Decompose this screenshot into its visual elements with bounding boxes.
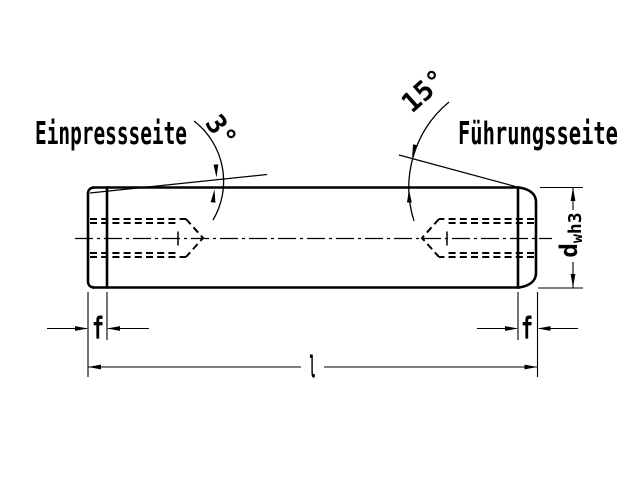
arrowhead-f-left-a: [75, 326, 88, 331]
arrowhead-f-left-b: [107, 326, 120, 331]
arrowhead-f-right-b: [537, 326, 551, 331]
arrowhead-diameter-top: [570, 187, 576, 201]
angle-arc-15deg: [408, 101, 450, 222]
dim-label-diameter: dwh3: [555, 212, 586, 257]
arrowhead-diameter-bottom: [570, 274, 576, 288]
arrowhead-f-right-a: [505, 326, 518, 331]
pin-left-end-face: [86, 186, 95, 289]
arrowhead-length-left: [88, 364, 101, 370]
arc-arrowhead-15deg-upper: [412, 144, 418, 158]
arc-arrowhead-3deg-upper: [213, 164, 219, 178]
bore-left-drill-cone: [185, 218, 205, 258]
dimension-diameter: dwh3: [555, 187, 586, 288]
dim-label-f-left: f: [92, 312, 104, 347]
taper-line-3deg: [89, 173, 268, 194]
pin-right-end-face: [517, 186, 538, 289]
diameter-tolerance: h3: [565, 212, 586, 234]
dim-label-f-right: f: [521, 312, 533, 347]
thread-bore-right: [420, 218, 534, 258]
dim-label-length: l: [310, 351, 316, 386]
bore-right-drill-cone: [420, 218, 440, 258]
arc-arrowhead-3deg-lower: [210, 189, 216, 203]
extension-lines: [87, 186, 583, 377]
dimension-f-right: f: [477, 312, 578, 347]
label-guide-side: Führungsseite: [458, 116, 618, 152]
dimension-length: l: [88, 351, 538, 386]
diameter-symbol: d: [555, 243, 583, 257]
angle-arc-3deg: [193, 120, 225, 221]
pin-outline: [86, 186, 538, 289]
taper-line-15deg: [398, 154, 520, 189]
dimension-f-left: f: [47, 312, 149, 347]
arrowhead-length-right: [524, 364, 538, 370]
label-press-side: Einpressseite: [35, 116, 187, 152]
diameter-subscript: w: [568, 233, 586, 243]
angle-annotation-15deg: [398, 101, 520, 222]
thread-bore-left: [90, 218, 205, 258]
angle-annotation-3deg: [89, 120, 268, 221]
arc-arrowhead-15deg-lower: [407, 189, 412, 203]
